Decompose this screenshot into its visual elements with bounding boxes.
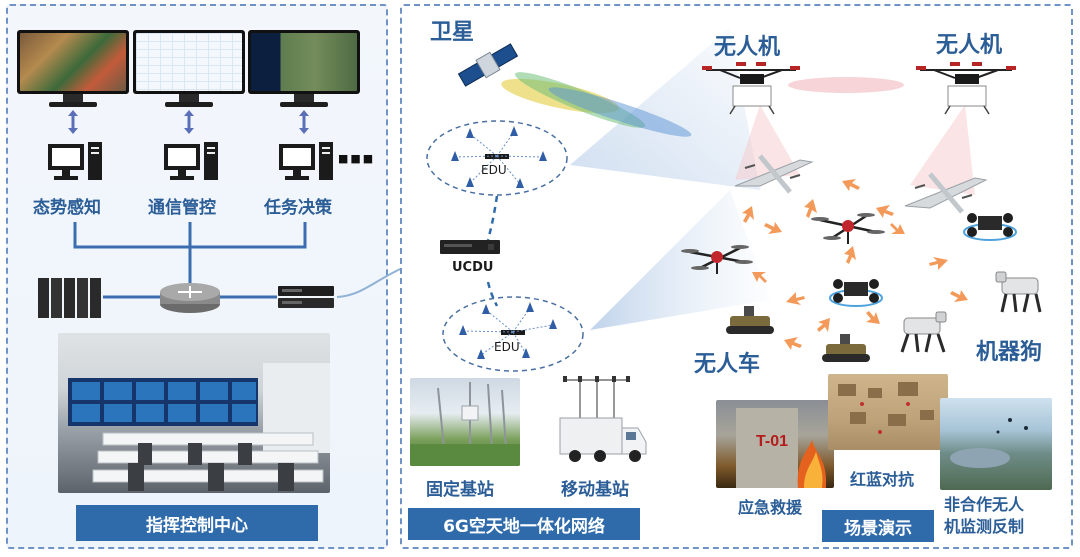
red-blue-confrontation-photo bbox=[828, 374, 948, 450]
emergency-rescue-photo: T-01 bbox=[716, 400, 834, 488]
counter-uav-monitoring-photo bbox=[940, 398, 1052, 490]
scenario-label-counter-uav: 非合作无人 机监测反制 bbox=[944, 494, 1024, 538]
scenario-label-confrontation: 红蓝对抗 bbox=[850, 466, 914, 490]
emergency-sign: T-01 bbox=[756, 433, 788, 450]
scenario-title: 场景演示 bbox=[822, 510, 934, 542]
scenario-label-rescue: 应急救援 bbox=[738, 494, 802, 518]
